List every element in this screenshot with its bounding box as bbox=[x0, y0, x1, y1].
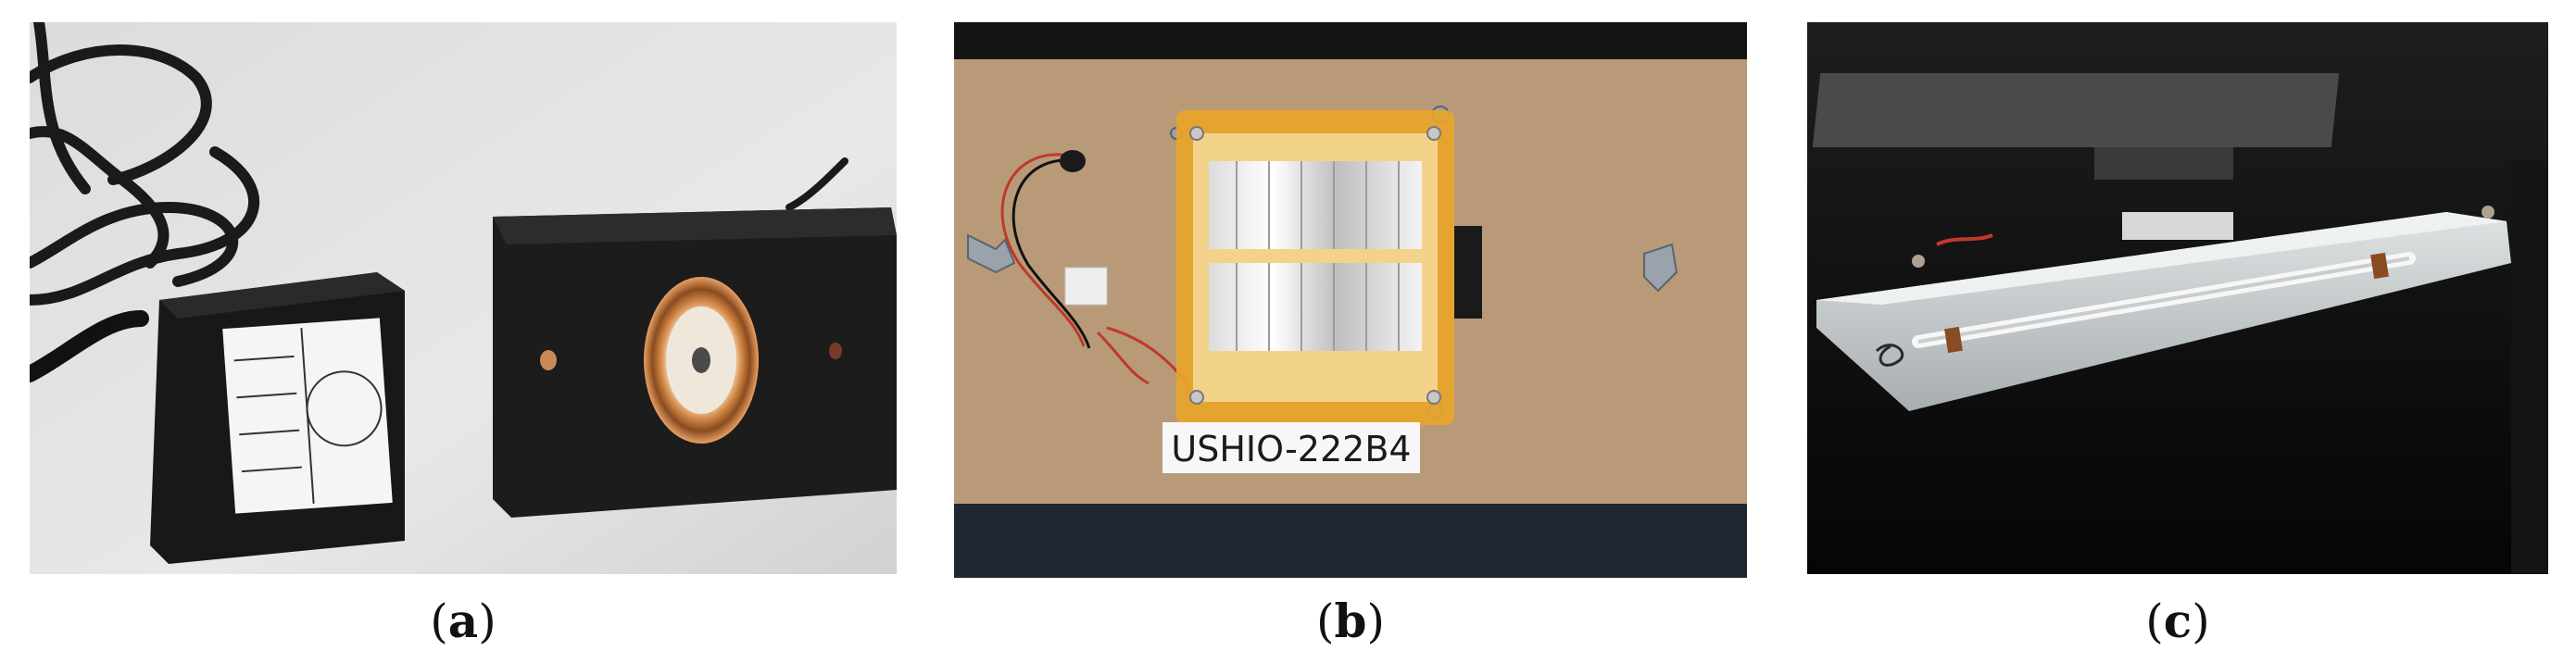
excimer-lamp-module-photo: USHIO-222B4 bbox=[954, 22, 1747, 578]
device-label-plate bbox=[1162, 422, 1420, 473]
cable-bundle bbox=[30, 22, 848, 306]
uv-sensor-photo bbox=[30, 22, 897, 574]
caption-b: (b) bbox=[1316, 594, 1385, 648]
caption-a: (a) bbox=[430, 594, 496, 648]
device-label: USHIO-222B4 bbox=[1171, 429, 1411, 469]
adapter-box bbox=[150, 272, 405, 564]
far-uvc-lamp-photo bbox=[1807, 22, 2548, 574]
caption-c: (c) bbox=[2145, 594, 2210, 648]
sensor-plate bbox=[493, 207, 897, 518]
photo-panel-a bbox=[30, 22, 897, 574]
acrylic-lamp-block bbox=[1816, 206, 2511, 411]
photo-panel-b: USHIO-222B4 bbox=[954, 22, 1747, 578]
lamp-housing bbox=[1176, 110, 1482, 425]
photo-panel-c bbox=[1807, 22, 2548, 574]
